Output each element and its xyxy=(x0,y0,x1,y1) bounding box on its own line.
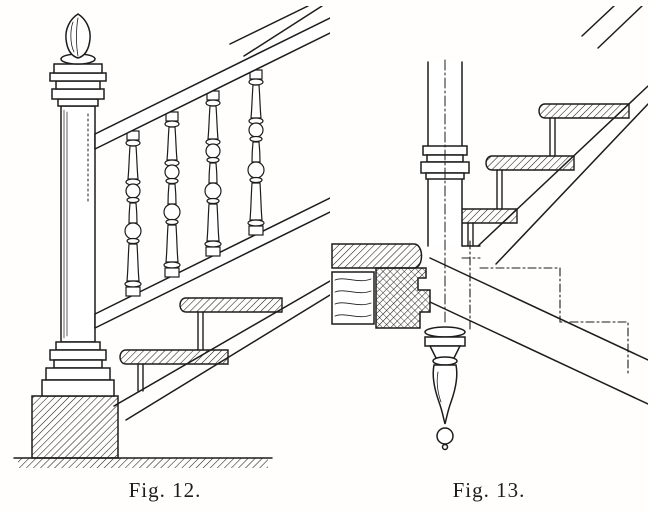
floor-board-section xyxy=(331,243,423,269)
stair-steps xyxy=(119,297,283,392)
drop-ball xyxy=(436,427,454,445)
newel-post xyxy=(41,13,115,397)
fig12-caption: Fig. 12. xyxy=(128,478,202,502)
baluster xyxy=(124,130,142,297)
acorn-finial xyxy=(60,13,96,65)
hidden-step-outline xyxy=(461,240,629,375)
handrail xyxy=(94,17,330,150)
drop-body xyxy=(432,364,458,425)
joist-side-grain xyxy=(331,271,375,325)
figure-12 xyxy=(0,6,330,476)
baluster xyxy=(204,90,222,257)
plinth-block xyxy=(31,395,119,459)
ground-line xyxy=(13,457,273,468)
upper-rail-corner xyxy=(229,6,323,57)
lower-string xyxy=(429,257,648,405)
handrail-corner xyxy=(581,6,643,49)
fig13-caption: Fig. 13. xyxy=(452,478,526,502)
baluster xyxy=(163,111,181,278)
pendant-drop xyxy=(424,326,466,451)
balusters xyxy=(124,69,265,297)
figure-13 xyxy=(330,6,648,476)
post-base xyxy=(41,341,115,397)
fig12-drawing xyxy=(13,6,330,468)
fig13-drawing xyxy=(331,6,648,451)
baluster xyxy=(247,69,265,236)
post-cap xyxy=(49,63,107,107)
landing-section xyxy=(331,243,431,329)
